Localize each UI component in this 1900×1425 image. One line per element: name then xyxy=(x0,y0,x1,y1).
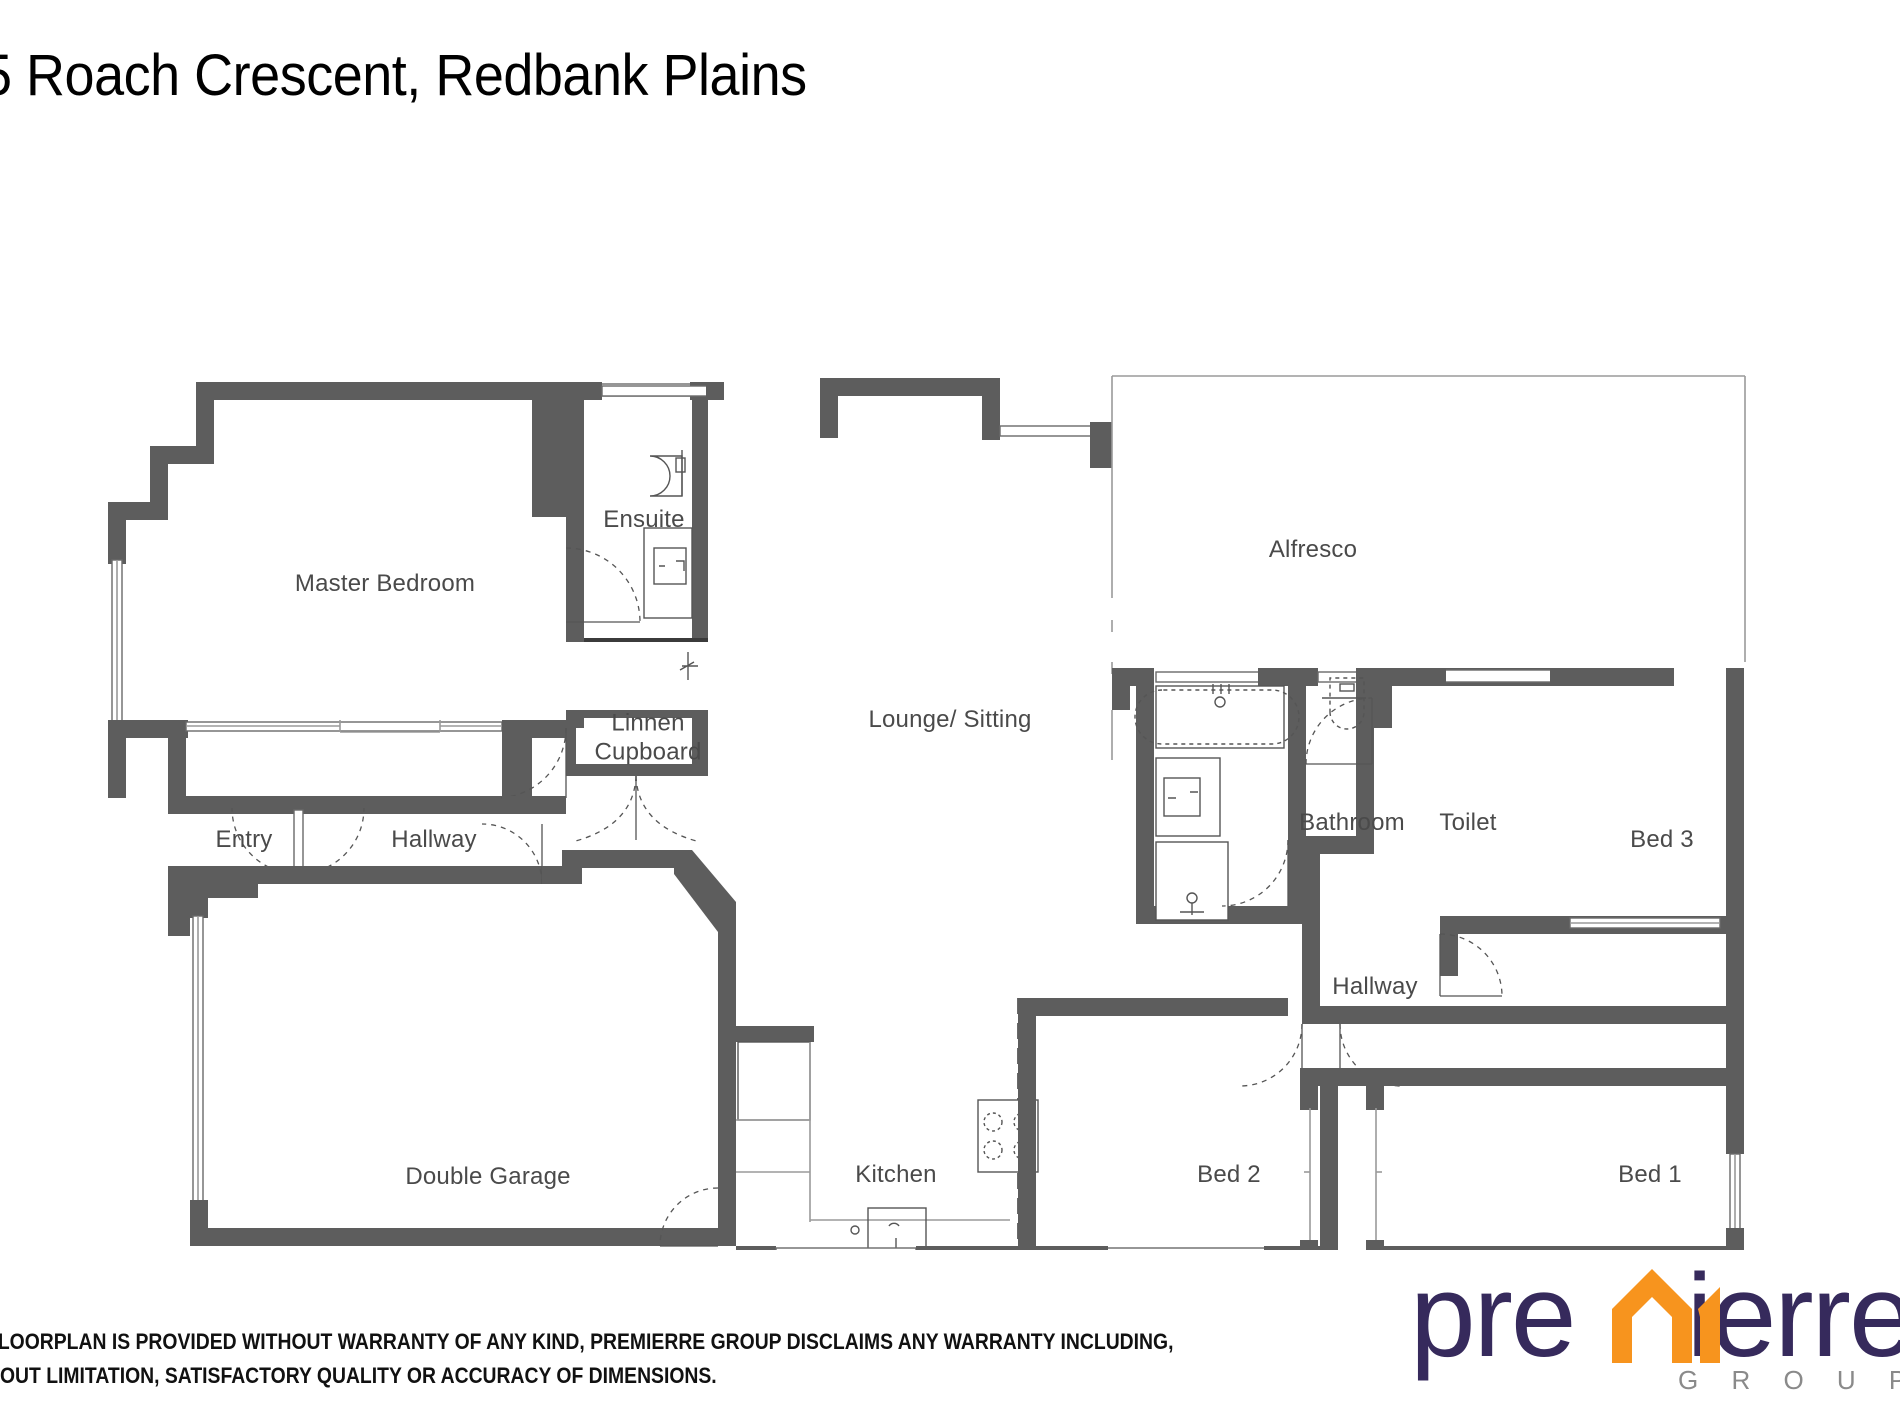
disclaimer-line-2: HOUT LIMITATION, SATISFACTORY QUALITY OR… xyxy=(0,1362,717,1388)
room-label-double-garage: Double Garage xyxy=(405,1163,571,1190)
room-label-linnen-cupboard: Linnen Cupboard xyxy=(594,709,701,768)
floorplan-svg: .w { fill: #5d5d5d; } /* thick structura… xyxy=(108,375,1746,1250)
linnen-cupboard-line-1: Linnen xyxy=(611,709,685,737)
room-label-bed-2: Bed 2 xyxy=(1197,1161,1261,1188)
room-label-hallway-front: Hallway xyxy=(391,826,477,853)
room-label-alfresco: Alfresco xyxy=(1268,536,1358,563)
room-label-entry: Entry xyxy=(215,826,273,853)
linnen-cupboard-line-2: Cupboard xyxy=(594,739,702,766)
room-label-bed-3: Bed 3 xyxy=(1630,826,1694,853)
disclaimer-text: FLOORPLAN IS PROVIDED WITHOUT WARRANTY O… xyxy=(0,1325,1174,1393)
room-label-bed-1: Bed 1 xyxy=(1618,1161,1682,1188)
page-title: 5 Roach Crescent, Redbank Plains xyxy=(0,43,807,108)
room-label-bathroom: Bathroom xyxy=(1299,809,1405,836)
disclaimer-line-1: FLOORPLAN IS PROVIDED WITHOUT WARRANTY O… xyxy=(0,1328,1174,1354)
room-label-kitchen: Kitchen xyxy=(855,1161,937,1188)
logo-word-part-1: pre xyxy=(1410,1250,1577,1382)
room-label-ensuite: Ensuite xyxy=(603,506,685,533)
logo-word-part-3: e xyxy=(1848,1250,1900,1382)
house-icon xyxy=(1612,1269,1720,1363)
room-label-hallway-rear: Hallway xyxy=(1332,973,1418,1000)
logo-group-text: G R O U P xyxy=(1678,1365,1900,1395)
room-label-master-bedroom: Master Bedroom xyxy=(294,570,476,597)
room-label-toilet: Toilet xyxy=(1439,809,1497,836)
floorplan-drawing: .w { fill: #5d5d5d; } /* thick structura… xyxy=(0,150,1900,1250)
room-label-lounge-sitting: Lounge/ Sitting xyxy=(868,706,1032,733)
